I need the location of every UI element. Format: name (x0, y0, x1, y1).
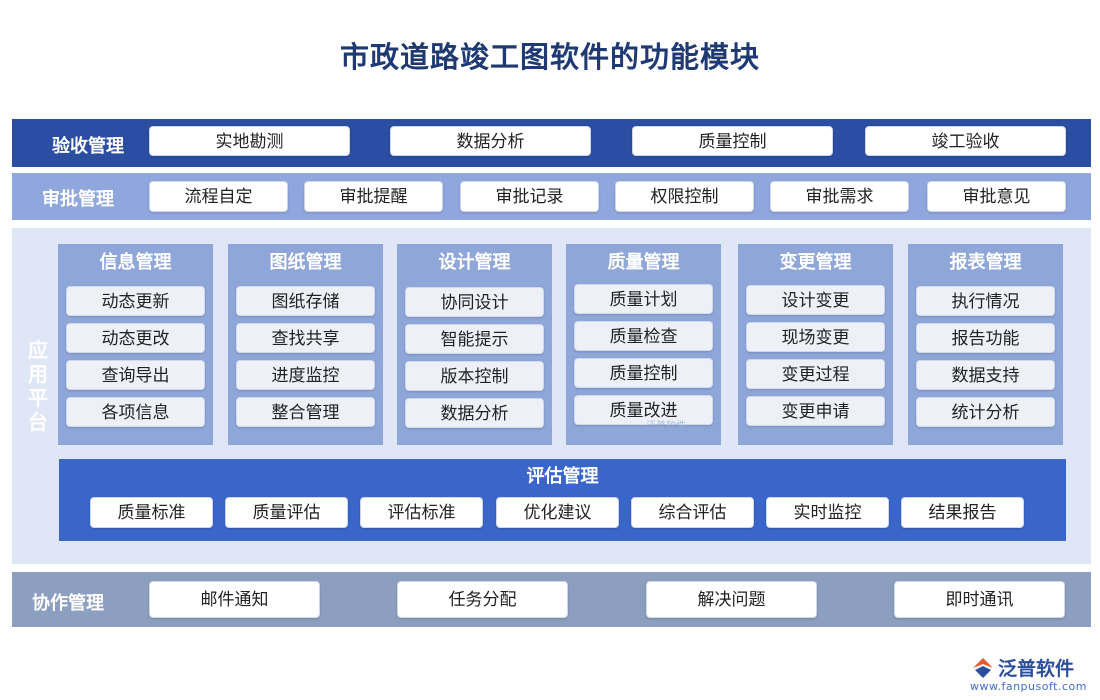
evaluation-item[interactable]: 质量评估 (225, 497, 348, 528)
evaluation-panel: 评估管理 质量标准 质量评估 评估标准 优化建议 综合评估 实时监控 结果报告 (59, 459, 1066, 541)
module-item[interactable]: 进度监控 (236, 360, 375, 390)
module-item[interactable]: 版本控制 (405, 361, 544, 391)
evaluation-title: 评估管理 (526, 466, 599, 487)
module-item[interactable]: 质量计划 (574, 284, 713, 314)
module-title: 图纸管理 (269, 252, 342, 273)
approval-item[interactable]: 流程自定 (149, 181, 288, 212)
watermark: 泛普软件 (646, 421, 686, 432)
collaboration-band: 协作管理 邮件通知 任务分配 解决问题 即时通讯 (12, 572, 1091, 627)
module-item[interactable]: 报告功能 (916, 323, 1055, 353)
approval-item[interactable]: 审批记录 (460, 181, 599, 212)
brand: 泛普软件 www.fanpusoft.com (970, 654, 1090, 694)
collaboration-item[interactable]: 即时通讯 (894, 581, 1065, 618)
module-title: 设计管理 (438, 252, 511, 273)
module-report: 报表管理 执行情况 报告功能 数据支持 统计分析 (908, 244, 1063, 445)
acceptance-item[interactable]: 实地勘测 (149, 126, 350, 156)
module-change: 变更管理 设计变更 现场变更 变更过程 变更申请 (738, 244, 893, 445)
approval-label: 审批管理 (42, 189, 114, 210)
module-item[interactable]: 数据支持 (916, 360, 1055, 390)
evaluation-item[interactable]: 评估标准 (360, 497, 483, 528)
module-title: 质量管理 (607, 252, 680, 273)
module-item[interactable]: 质量检查 (574, 321, 713, 351)
acceptance-label: 验收管理 (52, 136, 124, 157)
module-item[interactable]: 整合管理 (236, 397, 375, 427)
module-item[interactable]: 质量改进 (574, 395, 713, 425)
module-item[interactable]: 变更过程 (746, 359, 885, 389)
approval-item[interactable]: 审批意见 (927, 181, 1066, 212)
evaluation-item[interactable]: 结果报告 (901, 497, 1024, 528)
platform-label: 应用平台 (28, 338, 48, 434)
acceptance-item[interactable]: 质量控制 (632, 126, 833, 156)
collaboration-item[interactable]: 任务分配 (397, 581, 568, 618)
acceptance-item[interactable]: 数据分析 (390, 126, 591, 156)
brand-name: 泛普软件 (998, 658, 1075, 680)
collaboration-label: 协作管理 (32, 593, 104, 614)
platform-band: 应用平台 信息管理 动态更新 动态更改 查询导出 各项信息 图纸管理 图纸存储 … (12, 228, 1091, 564)
brand-url[interactable]: www.fanpusoft.com (970, 680, 1087, 693)
module-title: 信息管理 (99, 252, 172, 273)
module-item[interactable]: 质量控制 (574, 358, 713, 388)
brand-logo-icon (973, 658, 993, 678)
module-title: 报表管理 (949, 252, 1022, 273)
module-item[interactable]: 动态更改 (66, 323, 205, 353)
collaboration-item[interactable]: 邮件通知 (149, 581, 320, 618)
evaluation-item[interactable]: 质量标准 (90, 497, 213, 528)
module-item[interactable]: 查询导出 (66, 360, 205, 390)
approval-item[interactable]: 审批需求 (770, 181, 909, 212)
module-item[interactable]: 智能提示 (405, 324, 544, 354)
module-item[interactable]: 数据分析 (405, 398, 544, 428)
approval-band: 审批管理 流程自定 审批提醒 审批记录 权限控制 审批需求 审批意见 (12, 173, 1091, 220)
evaluation-item[interactable]: 综合评估 (631, 497, 754, 528)
module-item[interactable]: 统计分析 (916, 397, 1055, 427)
approval-item[interactable]: 权限控制 (615, 181, 754, 212)
evaluation-item[interactable]: 优化建议 (496, 497, 619, 528)
module-info: 信息管理 动态更新 动态更改 查询导出 各项信息 (58, 244, 213, 445)
module-quality: 质量管理 质量计划 质量检查 质量控制 质量改进 (566, 244, 721, 445)
module-item[interactable]: 协同设计 (405, 287, 544, 317)
evaluation-item[interactable]: 实时监控 (766, 497, 889, 528)
module-item[interactable]: 图纸存储 (236, 286, 375, 316)
module-item[interactable]: 查找共享 (236, 323, 375, 353)
acceptance-item[interactable]: 竣工验收 (865, 126, 1066, 156)
module-item[interactable]: 执行情况 (916, 286, 1055, 316)
module-design: 设计管理 协同设计 智能提示 版本控制 数据分析 (397, 244, 552, 445)
approval-item[interactable]: 审批提醒 (304, 181, 443, 212)
module-item[interactable]: 动态更新 (66, 286, 205, 316)
module-drawing: 图纸管理 图纸存储 查找共享 进度监控 整合管理 (228, 244, 383, 445)
module-item[interactable]: 各项信息 (66, 397, 205, 427)
page-title: 市政道路竣工图软件的功能模块 (339, 40, 760, 74)
module-title: 变更管理 (779, 252, 852, 273)
collaboration-item[interactable]: 解决问题 (646, 581, 817, 618)
module-item[interactable]: 变更申请 (746, 396, 885, 426)
module-item[interactable]: 现场变更 (746, 322, 885, 352)
module-item[interactable]: 设计变更 (746, 285, 885, 315)
acceptance-band: 验收管理 实地勘测 数据分析 质量控制 竣工验收 (12, 119, 1091, 167)
